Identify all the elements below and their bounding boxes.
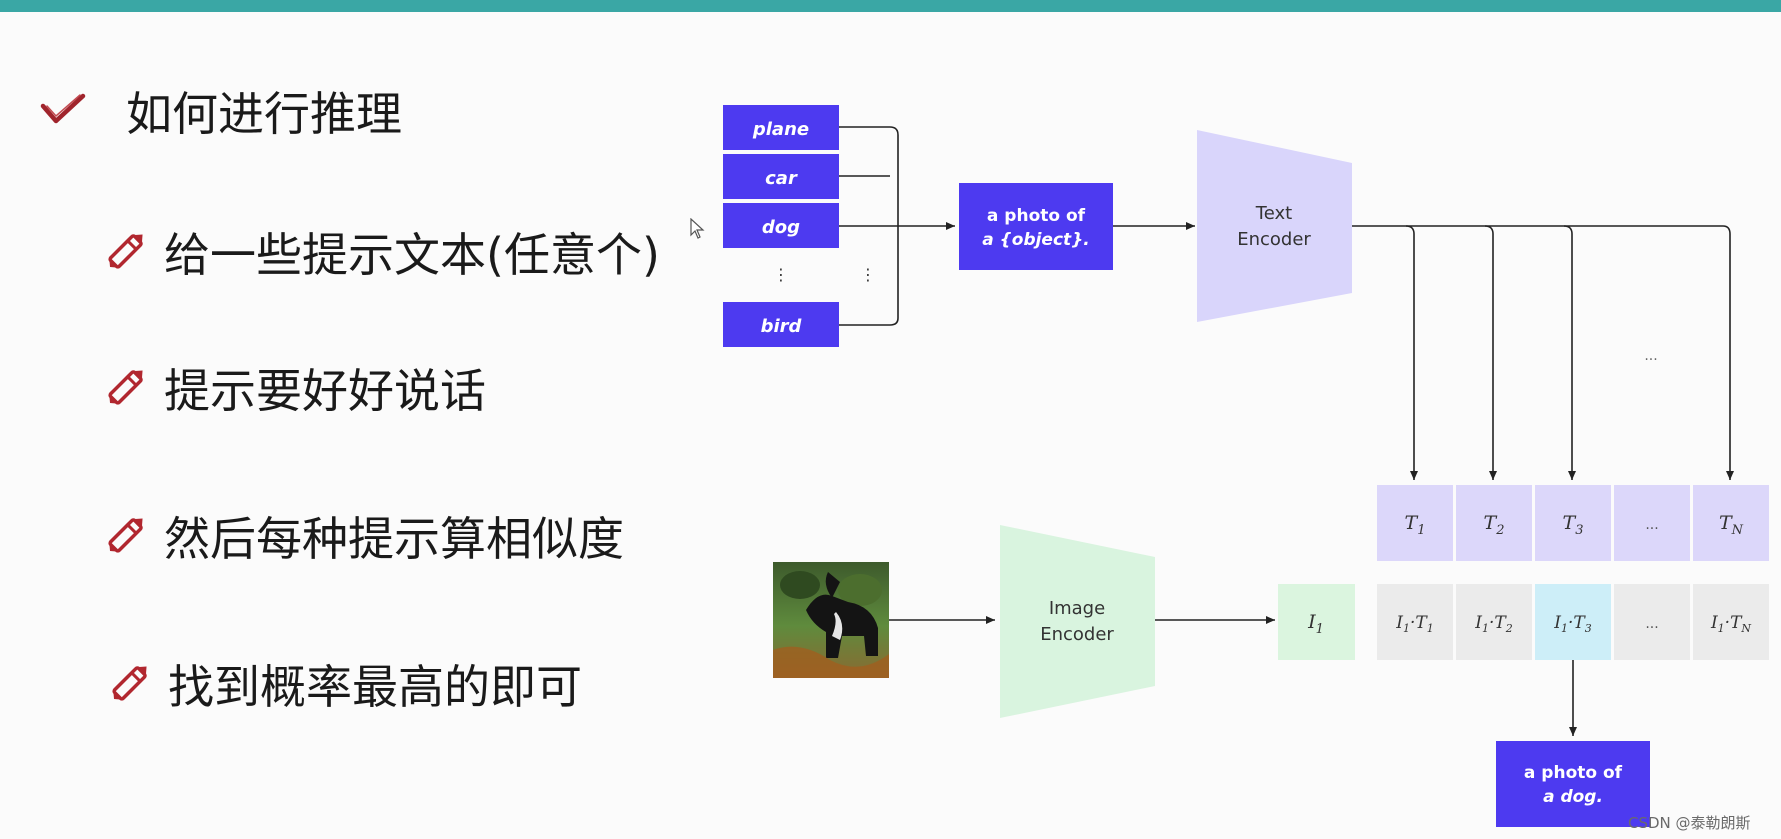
similarity-cell xyxy=(1456,584,1532,660)
text-feature-cell xyxy=(1693,485,1769,561)
label-box-car: car xyxy=(723,154,839,199)
label-dog: dog xyxy=(762,217,800,238)
bullet-item: 给一些提示文本(任意个) xyxy=(104,219,660,285)
svg-text:T3: T3 xyxy=(1563,512,1584,538)
text-feature-arrows xyxy=(1352,225,1734,480)
text-feature-row: T1 T2 T3 ... TN xyxy=(1377,485,1769,561)
svg-text:I1·T1: I1·T1 xyxy=(1395,613,1433,635)
label-plane: plane xyxy=(752,119,809,140)
vertical-ellipsis: ⋮ xyxy=(773,265,789,284)
vertical-ellipsis: ⋮ xyxy=(860,265,876,284)
similarity-cell xyxy=(1693,584,1769,660)
label-box-plane: plane xyxy=(723,105,839,150)
mouse-cursor-icon xyxy=(690,217,706,244)
svg-text:I1·T3: I1·T3 xyxy=(1553,613,1591,635)
dog-photo xyxy=(773,562,889,678)
pencil-icon xyxy=(108,659,154,709)
result-box: a photo of a dog. xyxy=(1496,741,1650,827)
prompt-line-1: a photo of xyxy=(987,206,1086,226)
text-feature-cell xyxy=(1377,485,1453,561)
image-encoder: Image Encoder xyxy=(1000,525,1155,718)
svg-text:I1·T2: I1·T2 xyxy=(1474,613,1512,635)
bullet-text: 然后每种提示算相似度 xyxy=(164,512,624,566)
image-encoder-line-2: Encoder xyxy=(1040,624,1114,645)
similarity-cell xyxy=(1614,584,1690,660)
bullet-text: 找到概率最高的即可 xyxy=(168,660,582,714)
similarity-cell xyxy=(1377,584,1453,660)
heading-text: 如何进行推理 xyxy=(126,87,402,141)
label-bird: bird xyxy=(761,316,803,337)
fanout-ellipsis: ... xyxy=(1644,348,1657,364)
checkmark-icon xyxy=(40,92,86,130)
slide-heading: 如何进行推理 xyxy=(40,78,402,144)
image-encoder-line-1: Image xyxy=(1049,598,1105,619)
text-encoder-line-2: Encoder xyxy=(1237,229,1311,250)
result-line-2: a dog. xyxy=(1543,787,1603,807)
label-box-bird: bird xyxy=(723,302,839,347)
label-connectors xyxy=(839,126,955,326)
prompt-template-box: a photo of a {object}. xyxy=(959,183,1113,270)
similarity-cell-highlighted xyxy=(1535,584,1611,660)
bullet-text: 提示要好好说话 xyxy=(164,364,486,418)
bullet-text: 给一些提示文本(任意个) xyxy=(164,228,660,282)
top-accent-bar xyxy=(0,0,1781,12)
svg-text:T2: T2 xyxy=(1484,512,1505,538)
similarity-row: I1·T1 I1·T2 I1·T3 ... I1·TN xyxy=(1377,584,1769,660)
label-car: car xyxy=(765,168,798,189)
text-feature-cell xyxy=(1614,485,1690,561)
svg-text:I1·TN: I1·TN xyxy=(1710,613,1751,635)
image-feature: I1 xyxy=(1278,584,1355,660)
pencil-icon xyxy=(104,363,150,413)
svg-text:...: ... xyxy=(1645,517,1658,533)
svg-text:TN: TN xyxy=(1719,512,1744,538)
result-line-1: a photo of xyxy=(1524,763,1623,783)
svg-text:T1: T1 xyxy=(1405,512,1426,538)
bullet-item: 然后每种提示算相似度 xyxy=(104,503,624,569)
bullet-item: 提示要好好说话 xyxy=(104,355,486,421)
watermark: CSDN @泰勒朗斯 xyxy=(1628,814,1751,832)
label-box-dog: dog xyxy=(723,203,839,248)
text-feature-cell xyxy=(1535,485,1611,561)
bullet-item: 找到概率最高的即可 xyxy=(108,651,582,717)
svg-text:...: ... xyxy=(1645,616,1658,632)
prompt-line-2: a {object}. xyxy=(982,230,1089,250)
text-encoder: Text Encoder xyxy=(1197,130,1352,322)
pencil-icon xyxy=(104,511,150,561)
text-feature-cell xyxy=(1456,485,1532,561)
text-encoder-line-1: Text xyxy=(1255,203,1292,224)
svg-text:I1: I1 xyxy=(1307,611,1324,637)
pencil-icon xyxy=(104,227,150,277)
